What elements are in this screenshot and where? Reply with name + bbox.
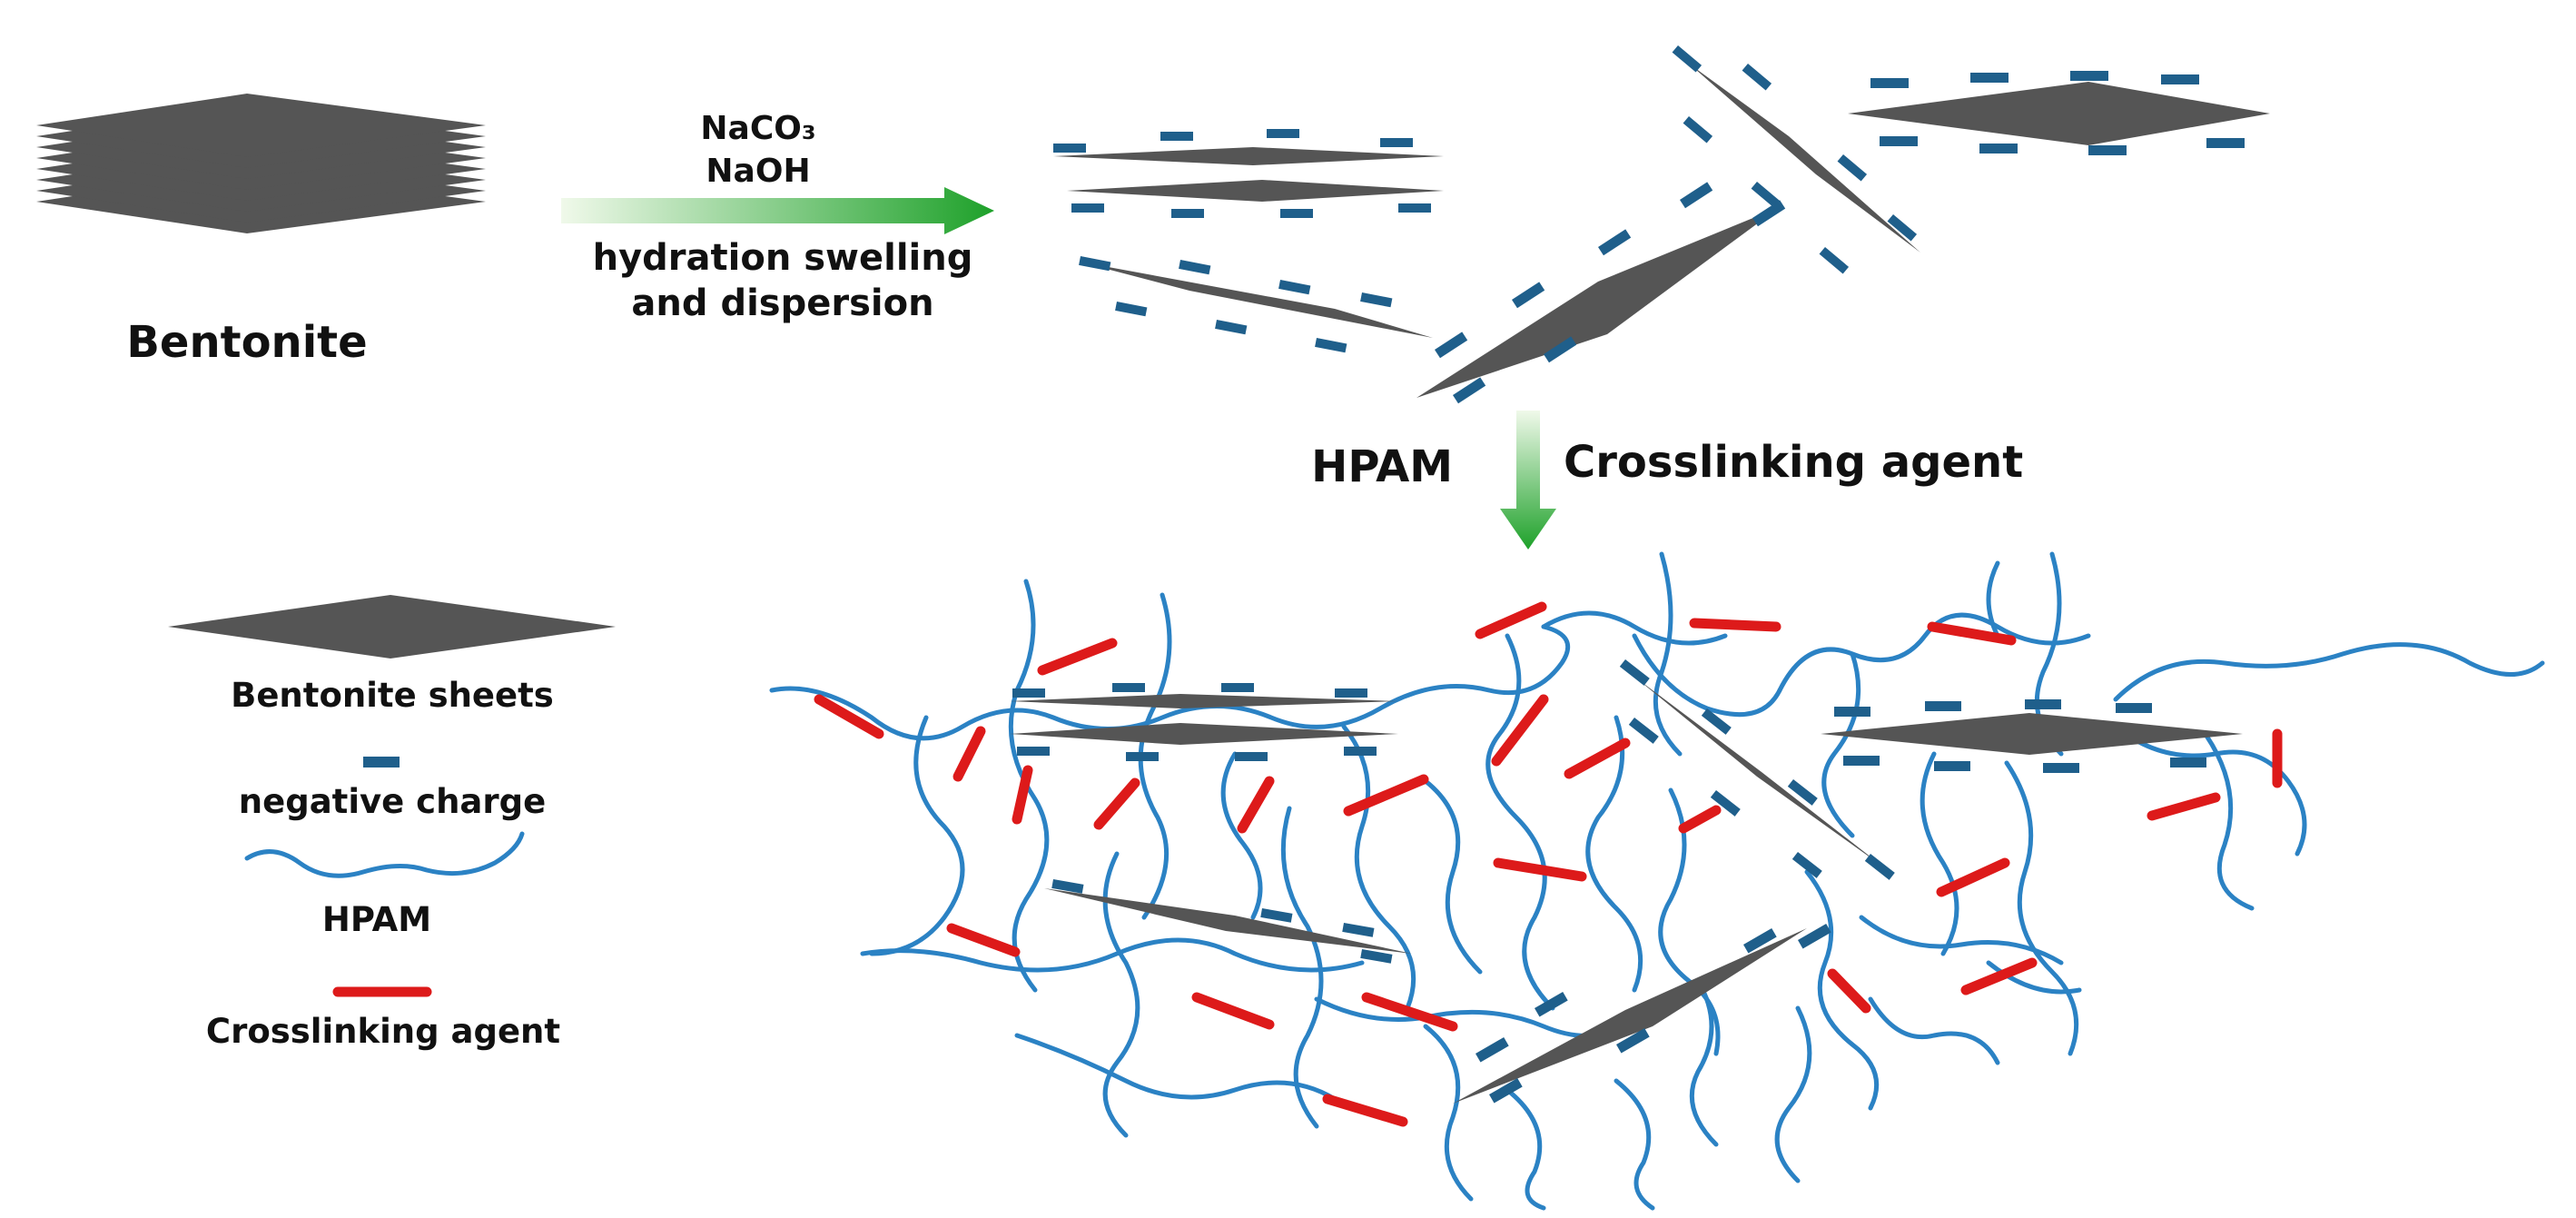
process-line-2: and dispersion xyxy=(631,282,933,324)
reagent-naoh: NaOH xyxy=(706,153,810,190)
crosslinking-arrow xyxy=(1500,411,1556,550)
dispersed-sheets xyxy=(1053,45,2270,404)
bentonite-stack xyxy=(36,94,486,233)
network-sheets xyxy=(1010,659,2243,1104)
legend-hpam-label: HPAM xyxy=(322,900,431,939)
hpam-chains xyxy=(769,551,2545,1211)
legend-hpam-swatch xyxy=(244,831,525,878)
crosslinks xyxy=(814,601,2283,1127)
bentonite-label: Bentonite xyxy=(126,317,367,368)
reagent-naco3: NaCO₃ xyxy=(700,110,815,147)
gel-network xyxy=(769,551,2545,1211)
reagent-hpam: HPAM xyxy=(1311,441,1453,492)
dispersion-arrow xyxy=(561,187,994,234)
legend-crosslinker-label: Crosslinking agent xyxy=(206,1012,560,1051)
legend-sheet-swatch xyxy=(168,595,616,659)
legend-sheet-label: Bentonite sheets xyxy=(231,676,554,715)
legend: Bentonite sheets negative charge HPAM Cr… xyxy=(168,595,616,1051)
legend-charge-label: negative charge xyxy=(239,782,546,821)
process-line-1: hydration swelling xyxy=(593,237,973,279)
reagent-crosslinking-agent: Crosslinking agent xyxy=(1564,437,2023,488)
legend-charge-swatch xyxy=(363,757,400,767)
